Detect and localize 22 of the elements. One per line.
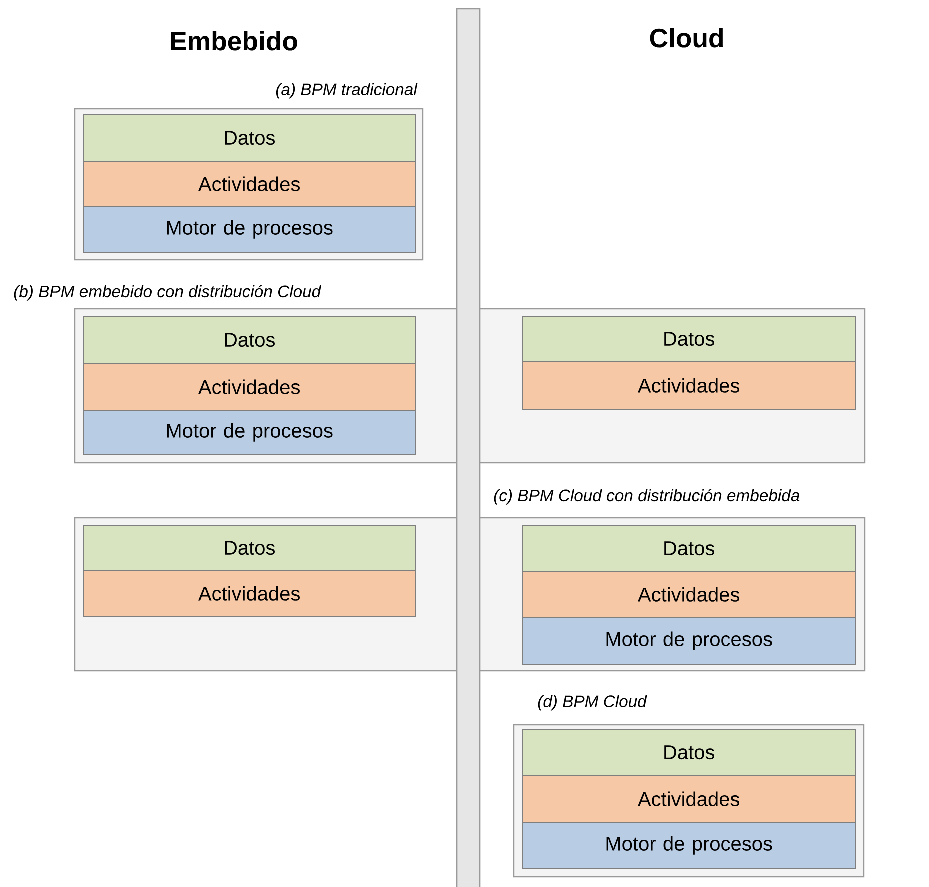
layer-band: Motor de procesos [522, 822, 856, 870]
layer-band: Actividades [522, 775, 856, 824]
layer-band: Motor de procesos [522, 617, 856, 666]
layer-band: Actividades [522, 571, 856, 618]
layer-band: Datos [83, 525, 416, 572]
column-heading: Embebido [171, 31, 298, 51]
group-heading: (b) BPM embebido con distribución Cloud [14, 285, 322, 301]
layer-band: Datos [522, 316, 856, 362]
layer-band: Actividades [522, 360, 856, 410]
layer-band: Actividades [83, 161, 416, 208]
layer-band: Datos [83, 114, 416, 162]
group-heading: (a) BPM tradicional [276, 83, 418, 99]
layer-band: Actividades [83, 363, 416, 412]
layer-band: Motor de procesos [83, 206, 416, 254]
group-heading: (d) BPM Cloud [538, 695, 648, 711]
layer-band: Actividades [83, 570, 416, 618]
layer-band: Datos [83, 316, 416, 364]
layer-band: Motor de procesos [83, 410, 416, 456]
column-heading: Cloud [650, 28, 724, 48]
group-heading: (c) BPM Cloud con distribución embebida [494, 489, 800, 505]
layer-band: Datos [522, 729, 856, 776]
layer-band: Datos [522, 525, 856, 572]
